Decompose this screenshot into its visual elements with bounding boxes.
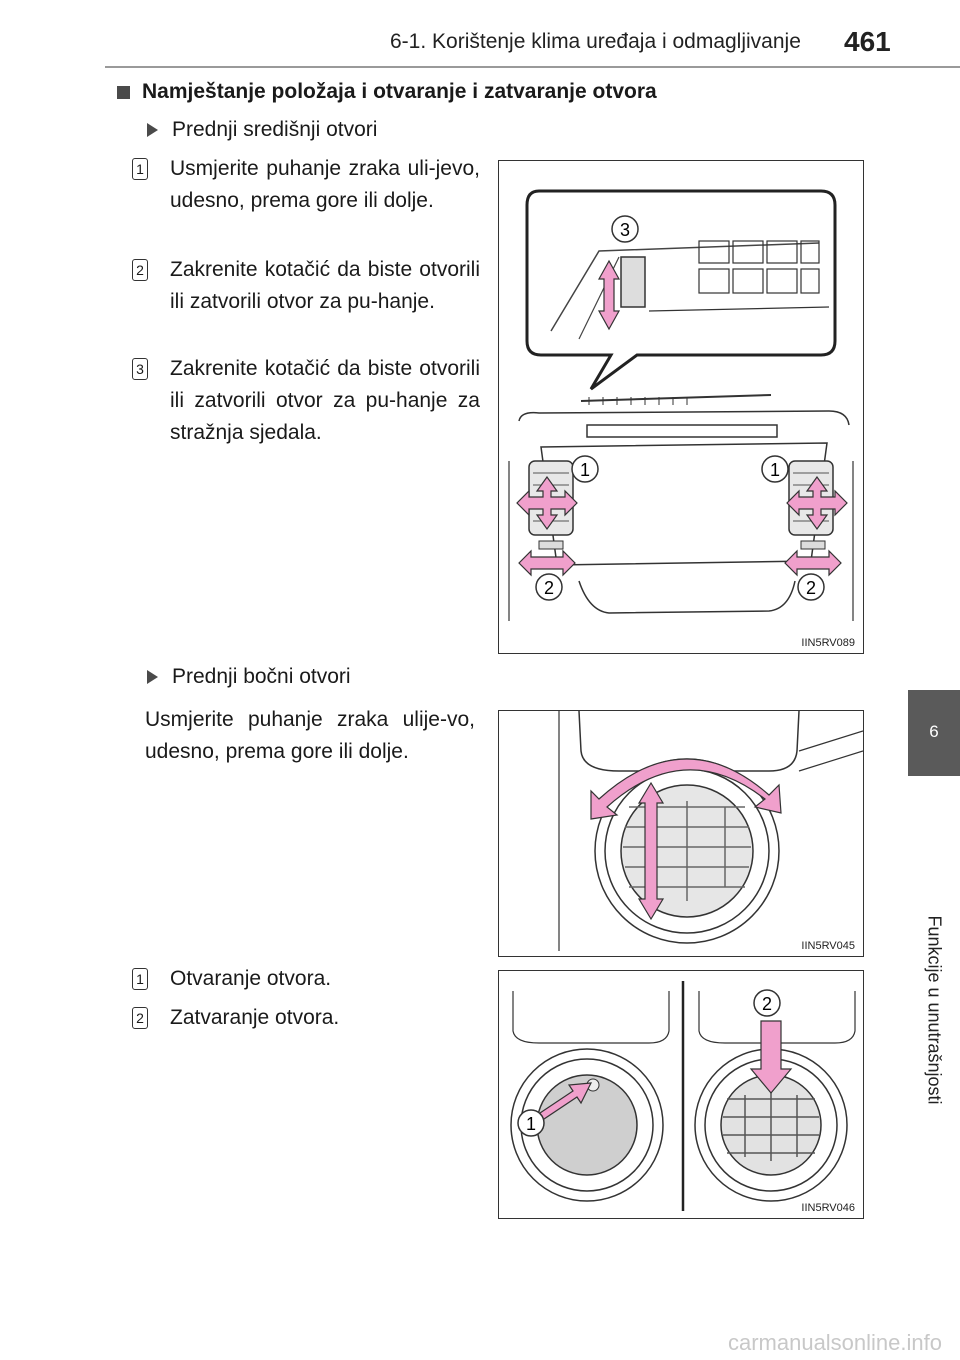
callout-1-right: 1 (761, 455, 789, 483)
callout-3: 3 (611, 215, 639, 243)
svg-text:2: 2 (762, 994, 772, 1014)
chapter-tab-number: 6 (929, 722, 939, 741)
figure-front-center-vents: 3 1 1 (498, 160, 864, 654)
figure-open-close-vent: 2 1 IIN5RV046 (498, 970, 864, 1219)
page-number: 461 (844, 26, 891, 57)
list-item-text: Zakrenite kotačić da biste otvorili ili … (170, 357, 480, 444)
paragraph-front-side: Usmjerite puhanje zraka ulije-vo, udesno… (145, 708, 475, 763)
number-badge: 2 (132, 259, 148, 281)
header-title: 6-1. Korištenje klima uređaja i odmaglji… (390, 30, 801, 53)
callout-2-right: 2 (797, 573, 825, 601)
number-badge: 1 (132, 968, 148, 990)
square-bullet-icon (117, 86, 130, 99)
section-heading-text: Namještanje položaja i otvaranje i zatva… (142, 80, 657, 103)
callout-1: 1 (517, 1109, 545, 1137)
list-item-text: Zatvaranje otvora. (170, 1006, 340, 1029)
list-item: 1 Usmjerite puhanje zraka uli-jevo, udes… (132, 153, 480, 217)
list-item: 2 Zakrenite kotačić da biste otvorili il… (132, 254, 480, 318)
subheading-front-side: Prednji bočni otvori (147, 665, 351, 689)
list-item: 1 Otvaranje otvora. (132, 963, 480, 995)
subheading-text: Prednji bočni otvori (172, 665, 351, 688)
triangle-bullet-icon (147, 670, 158, 684)
header-rule (105, 66, 960, 68)
callout-2: 2 (753, 989, 781, 1017)
watermark: carmanualsonline.info (727, 1330, 942, 1355)
svg-text:1: 1 (526, 1114, 536, 1134)
callout-2-left: 2 (535, 573, 563, 601)
figure-code: IIN5RV045 (801, 940, 855, 952)
list-item-text: Usmjerite puhanje zraka uli-jevo, udesno… (170, 157, 480, 212)
svg-text:2: 2 (544, 578, 554, 598)
section-heading: Namještanje položaja i otvaranje i zatva… (117, 80, 657, 104)
chapter-tab[interactable]: 6 (908, 690, 960, 776)
number-badge: 3 (132, 358, 148, 380)
svg-text:3: 3 (620, 220, 630, 240)
figure-code: IIN5RV046 (801, 1202, 855, 1214)
subheading-text: Prednji središnji otvori (172, 118, 378, 141)
figure-code: IIN5RV089 (801, 637, 855, 649)
list-item-text: Otvaranje otvora. (170, 967, 332, 990)
number-badge: 2 (132, 1007, 148, 1029)
number-badge: 1 (132, 158, 148, 180)
callout-1-left: 1 (571, 455, 599, 483)
list-item: 3 Zakrenite kotačić da biste otvorili il… (132, 353, 480, 449)
list-item-text: Zakrenite kotačić da biste otvorili ili … (170, 258, 480, 313)
figure-front-side-vent: IIN5RV045 (498, 710, 864, 957)
svg-text:1: 1 (580, 460, 590, 480)
list-item: 2 Zatvaranje otvora. (132, 1002, 480, 1034)
svg-text:1: 1 (770, 460, 780, 480)
subheading-front-center: Prednji središnji otvori (147, 118, 377, 142)
triangle-bullet-icon (147, 123, 158, 137)
svg-text:2: 2 (806, 578, 816, 598)
